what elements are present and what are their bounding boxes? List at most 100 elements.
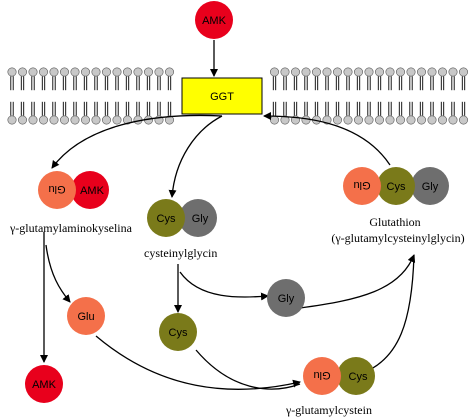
lipid-head (112, 67, 122, 77)
lipid-head (437, 67, 447, 77)
lipid-head (280, 115, 290, 125)
conjugate-amk-label: AMK (80, 185, 105, 197)
lipid-head (427, 115, 437, 125)
lipid-head (353, 67, 363, 77)
conjugate-node: Glu AMK (38, 171, 109, 209)
lipid-head (448, 67, 458, 77)
lipid-head (364, 67, 374, 77)
lipid-head (427, 67, 437, 77)
lipid-head (301, 67, 311, 77)
lipid-head (406, 115, 416, 125)
lipid-head (102, 115, 112, 125)
ggt-enzyme: GGT (181, 77, 263, 115)
lipid-head (395, 115, 405, 125)
amk-bottom-node: AMK (25, 365, 63, 403)
arrow-gglucys-to-gsh (359, 254, 415, 375)
lipid-head (17, 115, 27, 125)
lipid-head (322, 67, 332, 77)
free-glu-node: Glu (67, 297, 105, 335)
lipid-head (269, 115, 279, 125)
lipid-head (311, 67, 321, 77)
amk-top-node: AMK (195, 1, 233, 39)
arrow-glu-to-gglucys (95, 335, 301, 390)
lipid-head (28, 67, 38, 77)
ggt-label: GGT (210, 91, 234, 103)
free-gly-label: Gly (278, 293, 295, 305)
lipid-head (374, 115, 384, 125)
lipid-head (395, 67, 405, 77)
cysgly-gly-label: Gly (192, 213, 209, 225)
arrow-gly-to-gsh (299, 254, 416, 309)
lipid-head (332, 115, 342, 125)
lipid-head (123, 115, 133, 125)
lipid-head (133, 67, 143, 77)
lipid-head (343, 67, 353, 77)
lipid-head (144, 67, 154, 77)
lipid-head (385, 67, 395, 77)
lipid-head (59, 67, 69, 77)
lipid-head (374, 67, 384, 77)
gglucys-caption: γ-glutamylcystein (285, 403, 372, 417)
lipid-head (343, 115, 353, 125)
lipid-head (332, 67, 342, 77)
lipid-head (290, 67, 300, 77)
gglucys-node: Glu Cys (303, 357, 375, 395)
lipid-head (437, 115, 447, 125)
glutathion-node: Glu Cys Gly (343, 167, 449, 205)
amk-bottom-label: AMK (32, 379, 57, 391)
lipid-head (165, 115, 175, 125)
arrow-ggt-to-conjugate (51, 114, 223, 169)
lipid-head (416, 67, 426, 77)
lipid-head (406, 67, 416, 77)
lipid-head (7, 67, 17, 77)
lipid-head (269, 67, 279, 77)
lipid-head (91, 67, 101, 77)
lipid-head (70, 67, 80, 77)
cysgly-caption: cysteinylglycin (144, 246, 217, 260)
lipid-head (458, 115, 468, 125)
lipid-head (49, 67, 59, 77)
cysgly-cys-label: Cys (157, 213, 176, 225)
gglucys-cys-label: Cys (349, 371, 368, 383)
gsh-cys-label: Cys (387, 181, 406, 193)
lipid-head (353, 115, 363, 125)
arrow-conjugate-to-glu (45, 244, 71, 303)
free-gly-node: Gly (267, 279, 305, 317)
lipid-head (38, 67, 48, 77)
conjugate-glu-label: Glu (48, 183, 65, 195)
free-cys-label: Cys (169, 327, 188, 339)
arrow-gsh-to-ggt (263, 112, 391, 166)
lipid-head (28, 115, 38, 125)
arrow-ggt-to-cysgly (168, 115, 223, 198)
lipid-head (81, 115, 91, 125)
amk-top-label: AMK (202, 15, 227, 27)
lipid-head (154, 67, 164, 77)
lipid-head (280, 67, 290, 77)
lipid-head (448, 115, 458, 125)
lipid-head (112, 115, 122, 125)
lipid-head (70, 115, 80, 125)
lipid-head (416, 115, 426, 125)
lipid-head (59, 115, 69, 125)
lipid-head (17, 67, 27, 77)
lipid-head (123, 67, 133, 77)
lipid-head (458, 67, 468, 77)
free-glu-label: Glu (77, 311, 94, 323)
lipid-head (102, 67, 112, 77)
lipid-head (385, 115, 395, 125)
gglucys-glu-label: Glu (313, 369, 330, 381)
arrows (40, 40, 416, 390)
gsh-caption-line2: (γ-glutamylcysteinylglycin) (331, 231, 464, 245)
conjugate-caption: γ-glutamylaminokyselina (9, 221, 133, 235)
cysgly-node: Cys Gly (147, 199, 217, 237)
lipid-head (7, 115, 17, 125)
lipid-head (165, 67, 175, 77)
arrow-cysgly-to-gly (179, 271, 269, 301)
lipid-head (301, 115, 311, 125)
gsh-caption-line1: Glutathion (369, 215, 420, 229)
free-cys-node: Cys (159, 313, 197, 351)
arrow-cys-to-gglucys (195, 349, 301, 390)
lipid-head (38, 115, 48, 125)
lipid-head (49, 115, 59, 125)
